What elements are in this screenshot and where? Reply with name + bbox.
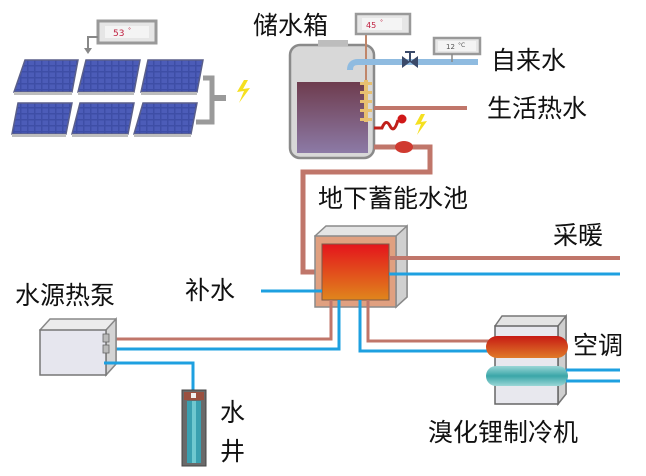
label-water-well-line1: 水 xyxy=(220,398,246,427)
solar-panel xyxy=(12,59,79,95)
tank-temp-unit: ° xyxy=(380,19,383,26)
solar-panel xyxy=(71,102,135,137)
label-underground-storage-pool: 地下蓄能水池 xyxy=(318,184,469,213)
circulation-pump xyxy=(395,141,413,153)
tap-water-pipe xyxy=(347,59,478,71)
solar-panel xyxy=(77,59,141,95)
label-storage-tank: 储水箱 xyxy=(253,11,329,40)
label-tap-water: 自来水 xyxy=(491,46,567,75)
pool-to-heatpump-hot-pipe xyxy=(108,300,333,341)
label-air-conditioning: 空调 xyxy=(573,331,624,360)
solar-temp-unit: ° xyxy=(128,27,131,34)
tank-temp-value: 45 xyxy=(366,21,376,30)
lightning-icon xyxy=(237,80,250,103)
pool-to-chiller-cold-pipe xyxy=(358,300,498,353)
label-water-well-line2: 井 xyxy=(220,436,246,466)
tank-to-pool-pipe xyxy=(300,144,433,275)
solar-panel xyxy=(140,59,204,95)
solar-panel xyxy=(133,102,198,137)
solar-panel xyxy=(11,102,73,137)
tap-temperature-gauge: 12 °C xyxy=(432,36,482,62)
label-domestic-hot-water: 生活热水 xyxy=(487,94,588,123)
underground-storage-pool xyxy=(313,224,408,309)
lightning-icon xyxy=(415,114,427,135)
valve-icon xyxy=(402,51,418,68)
solar-temp-value: 53 xyxy=(113,29,124,39)
chiller-cold-coil xyxy=(486,366,568,386)
solar-panel-array: 53 ° xyxy=(11,19,226,137)
chiller-hot-coil xyxy=(486,336,568,358)
label-water-well: 水 井 xyxy=(220,394,248,472)
water-source-heat-pump xyxy=(38,317,117,377)
label-water-source-heat-pump: 水源热泵 xyxy=(15,281,116,310)
tank-temperature-gauge: 45 ° xyxy=(354,12,412,36)
pool-to-chiller-hot-pipe xyxy=(366,300,498,343)
label-heating: 采暖 xyxy=(553,221,604,250)
libr-absorption-chiller xyxy=(486,313,568,407)
label-makeup-water: 补水 xyxy=(185,276,236,305)
electric-heater xyxy=(374,119,400,131)
tap-temp-value: 12 xyxy=(446,43,455,51)
label-libr-chiller: 溴化锂制冷机 xyxy=(428,418,579,447)
water-well xyxy=(181,389,207,467)
pool-to-heatpump-cold-pipe xyxy=(108,300,341,351)
storage-tank xyxy=(288,28,376,160)
solar-temperature-gauge: 53 ° xyxy=(84,19,158,54)
tap-temp-unit: °C xyxy=(458,42,465,49)
tank-thermometer-scale xyxy=(360,80,372,122)
heatpump-to-well-pipe xyxy=(104,361,195,390)
